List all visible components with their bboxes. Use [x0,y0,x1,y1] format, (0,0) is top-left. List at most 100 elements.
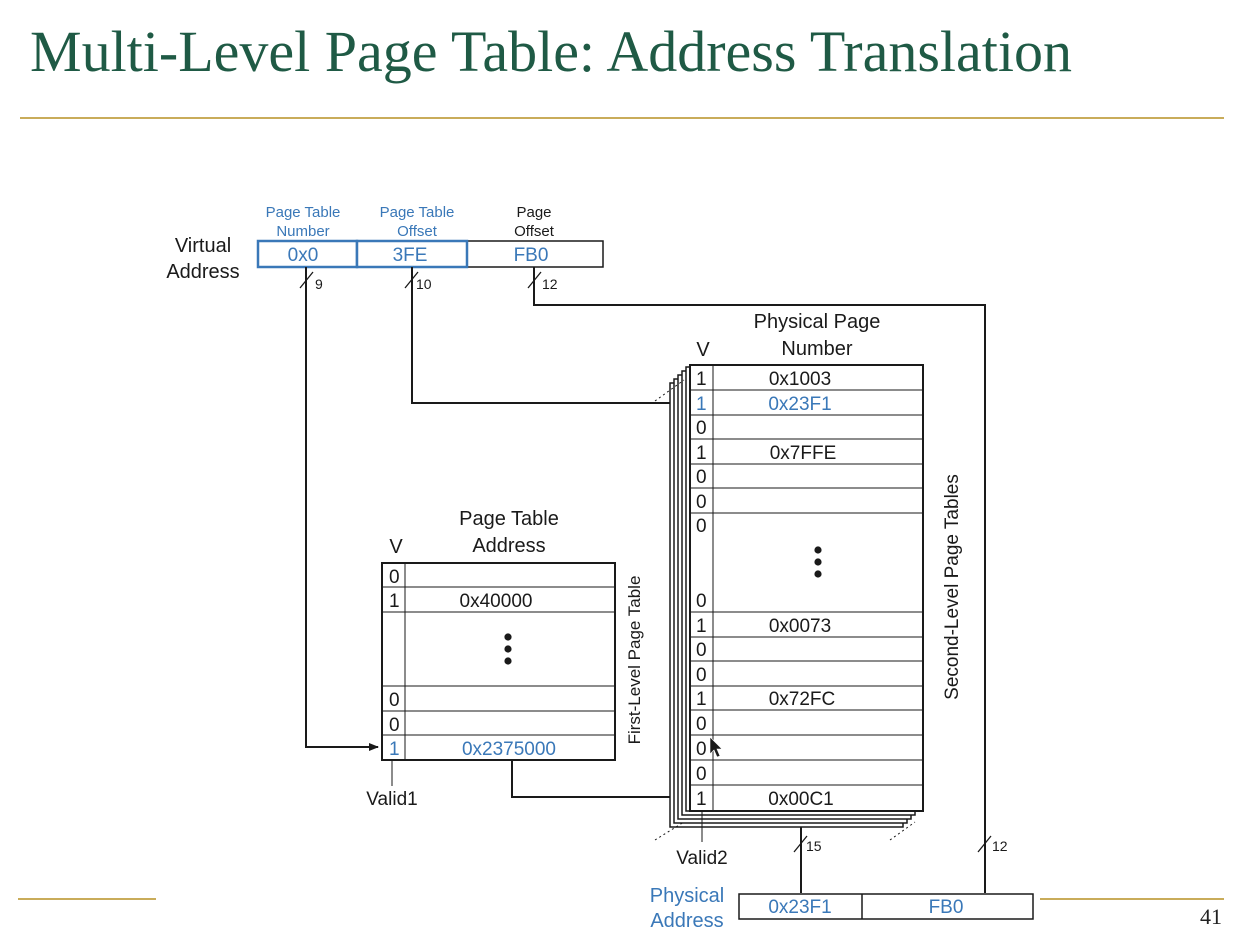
footer-divider-right [1040,898,1224,900]
table-row: 1 0x2375000 [389,739,556,760]
table-row: 0 [696,739,707,760]
table-row: 0 [389,715,400,736]
table-row: 0 [696,418,707,439]
svg-text:0: 0 [696,516,707,537]
table-row: 1 0x23F1 [696,394,832,415]
svg-text:1: 1 [696,689,707,710]
table-row: 0 [696,492,707,513]
svg-text:1: 1 [696,443,707,464]
page-table-number-header-2: Number [276,223,329,240]
svg-text:0: 0 [696,591,707,612]
svg-text:0x23F1: 0x23F1 [768,394,831,415]
svg-text:0: 0 [696,739,707,760]
page-table-number-arrow [305,267,379,751]
svg-text:0: 0 [696,714,707,735]
table-row: 0 [696,640,707,661]
svg-text:1: 1 [389,591,400,612]
svg-text:0: 0 [389,715,400,736]
svg-text:0: 0 [696,492,707,513]
table-row: 0 [696,714,707,735]
first-level-col-header-2: Address [472,535,545,557]
svg-text:1: 1 [389,739,400,760]
physical-ppn-value: 0x23F1 [768,897,831,918]
title-divider [20,117,1224,119]
bits-10-label: 10 [416,276,432,292]
mouse-cursor-icon [709,736,723,758]
first-level-page-table: V Page Table Address 0 1 0x40000 0 0 1 0… [366,508,644,810]
svg-text:0x40000: 0x40000 [460,591,533,612]
svg-text:1: 1 [696,394,707,415]
second-level-col-header-1: Physical Page [754,311,881,333]
page-offset-header-1: Page [516,204,551,221]
page-table-number-header-1: Page Table [266,204,341,221]
table-row: 0 [389,567,400,588]
svg-text:0x7FFE: 0x7FFE [770,443,837,464]
table-row: 1 0x40000 [389,591,532,612]
bits-15-label: 15 [806,838,822,854]
table-row: 0 [389,690,400,711]
page-offset-header-2: Offset [514,223,555,240]
svg-text:1: 1 [696,616,707,637]
table-row: 1 0x00C1 [696,789,834,810]
table-row: 1 0x7FFE [696,443,836,464]
page-offset-value: FB0 [514,245,549,266]
page-table-offset-value: 3FE [393,245,428,266]
table-row: 0 [696,764,707,785]
svg-text:1: 1 [696,789,707,810]
table-row: 0 [696,516,707,537]
second-level-page-tables: V Physical Page Number [654,311,963,869]
svg-text:0: 0 [696,640,707,661]
slide-number: 41 [1200,904,1222,929]
ellipsis-dot [814,570,822,578]
virtual-address-label-1: Virtual [175,235,231,257]
svg-text:0: 0 [389,690,400,711]
first-level-side-label: First-Level Page Table [625,576,644,745]
table-row: 0 [696,591,707,612]
physical-address-label-1: Physical [650,885,724,907]
page-table-offset-field [355,239,469,269]
svg-text:0x2375000: 0x2375000 [462,739,556,760]
physical-address-label-2: Address [650,910,723,932]
page-table-number-value: 0x0 [288,245,319,266]
footer-divider-left [18,898,156,900]
svg-text:0: 0 [696,467,707,488]
bits-12-label: 12 [542,276,558,292]
svg-text:0: 0 [696,418,707,439]
svg-text:0: 0 [389,567,400,588]
second-level-side-label: Second-Level Page Tables [942,474,963,700]
ellipsis-dot [504,633,512,641]
second-level-col-header-2: Number [781,338,852,360]
page-table-offset-header-1: Page Table [380,204,455,221]
table-row: 0 [696,665,707,686]
ellipsis-dot [814,558,822,566]
svg-text:0x00C1: 0x00C1 [768,789,834,810]
slide-title: Multi-Level Page Table: Address Translat… [30,19,1072,84]
connectors [305,267,986,893]
first-level-v-header: V [389,536,403,558]
table-row: 0 [696,467,707,488]
svg-text:0x72FC: 0x72FC [769,689,836,710]
valid1-label: Valid1 [366,789,417,810]
page-offset-field [466,240,604,268]
svg-text:0: 0 [696,665,707,686]
virtual-address-label-2: Address [166,261,239,283]
second-level-table-front [689,364,924,812]
ellipsis-dot [814,546,822,554]
page-table-offset-header-2: Offset [397,223,438,240]
physical-address: Physical Address 0x23F1 FB0 [650,885,1034,932]
svg-text:0x1003: 0x1003 [769,369,831,390]
virtual-address: Page Table Number Page Table Offset Page… [166,204,604,292]
page-table-offset-arrow [411,267,686,407]
ellipsis-dot [504,657,512,665]
bits-12-phys-label: 12 [992,838,1008,854]
svg-text:0: 0 [696,764,707,785]
second-level-v-header: V [696,339,710,361]
page-offset-line [533,267,986,893]
valid2-label: Valid2 [676,848,727,869]
svg-text:1: 1 [696,369,707,390]
physical-offset-value: FB0 [929,897,964,918]
first-level-col-header-1: Page Table [459,508,559,530]
bits-9-label: 9 [315,276,323,292]
